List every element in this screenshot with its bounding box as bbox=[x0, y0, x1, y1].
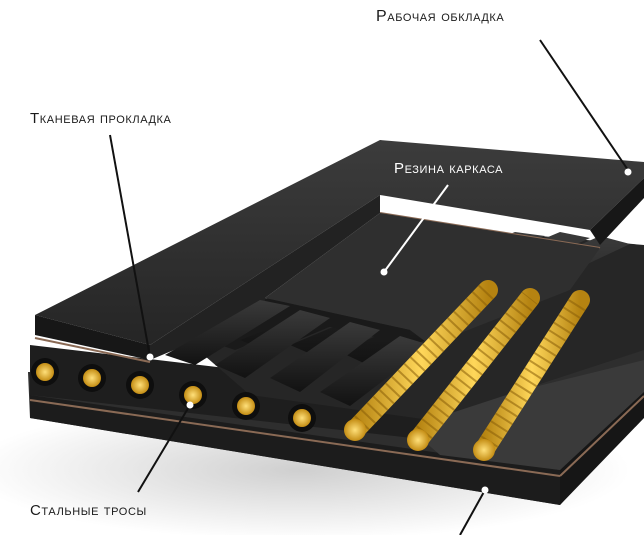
leader-lines bbox=[109, 39, 629, 535]
top-cover-surface bbox=[35, 140, 644, 345]
bottom-cover-surface bbox=[400, 360, 644, 470]
label-top-cover: Рабочая обкладка bbox=[376, 8, 505, 25]
label-steel-cables: Стальные тросы bbox=[30, 502, 147, 519]
leader-rubber bbox=[383, 184, 449, 273]
carcass-front bbox=[30, 345, 430, 440]
carcass-rubber-inner bbox=[150, 195, 380, 360]
front-cable-sleeves bbox=[165, 300, 430, 406]
bottom-cover-side bbox=[560, 390, 644, 505]
label-carcass-rubber: Резина каркаса bbox=[394, 160, 504, 177]
steel-cable-2 bbox=[408, 288, 540, 450]
cable-ends bbox=[31, 358, 495, 461]
bottom-fabric-stripe-side bbox=[559, 395, 644, 477]
steel-cable-1 bbox=[345, 280, 498, 440]
steel-cable-3 bbox=[474, 290, 590, 460]
bottom-fabric-stripe bbox=[29, 399, 561, 477]
top-cover-side bbox=[590, 178, 644, 245]
leader-cables bbox=[137, 404, 191, 493]
leader-dots bbox=[146, 168, 632, 494]
bottom-cover-front bbox=[30, 395, 560, 505]
leader-top-cover bbox=[539, 39, 629, 171]
top-fabric-stripe bbox=[34, 337, 151, 363]
carcass-rubber-block bbox=[265, 213, 600, 345]
top-cover-front bbox=[35, 315, 150, 360]
leader-bottom bbox=[459, 489, 486, 535]
leader-fabric bbox=[109, 134, 151, 358]
label-fabric-layer: Тканевая прокладка bbox=[30, 110, 172, 127]
